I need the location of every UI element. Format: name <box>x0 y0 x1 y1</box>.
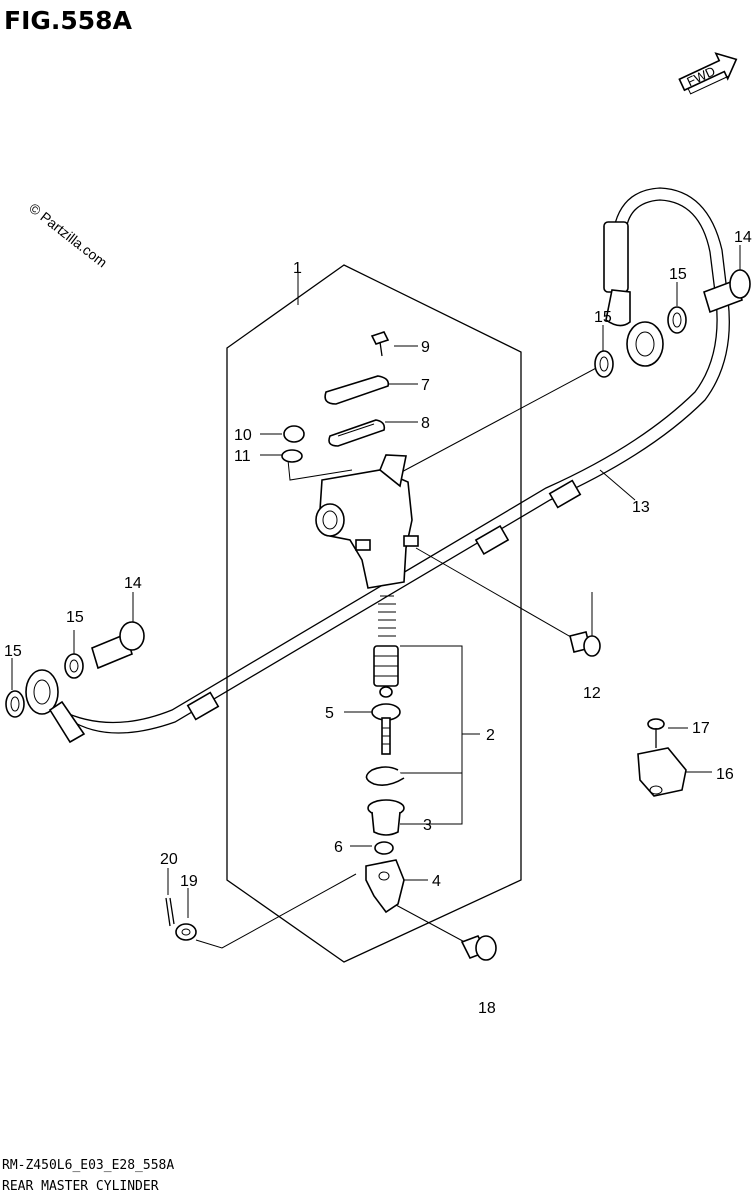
o-ring <box>281 449 303 463</box>
pin-washer <box>175 923 197 941</box>
reservoir-cap <box>324 375 390 405</box>
callout-3: 3 <box>423 817 432 834</box>
clevis <box>365 859 405 914</box>
callout-19: 19 <box>180 873 198 890</box>
callout-16: 16 <box>716 766 734 783</box>
union-bolts <box>91 269 751 670</box>
callout-18: 18 <box>478 1000 496 1017</box>
mounting-bolt <box>569 631 601 657</box>
callout-1: 1 <box>293 260 302 277</box>
master-cylinder-body <box>315 454 419 589</box>
brake-hose <box>59 187 730 734</box>
assembly-outline <box>226 264 522 963</box>
figure-title: FIG.558A <box>4 6 133 35</box>
clamp-screw <box>647 718 665 748</box>
callout-14-right: 14 <box>734 229 752 246</box>
callout-10: 10 <box>234 427 252 444</box>
insert-fitting <box>283 425 305 443</box>
callout-20: 20 <box>160 851 178 868</box>
hose-clamp <box>637 747 687 797</box>
gasket-washers <box>5 306 687 718</box>
callout-7: 7 <box>421 377 430 394</box>
leader-lines <box>11 245 741 949</box>
forward-arrow-icon: FWD <box>678 52 738 95</box>
push-rod <box>371 703 401 755</box>
callout-15-b: 15 <box>594 309 612 326</box>
watermark-text: © Partzilla.com <box>26 200 110 271</box>
callout-9: 9 <box>421 339 430 356</box>
right-banjo-fitting <box>605 289 664 367</box>
cap-screw <box>370 331 390 357</box>
callout-14-left: 14 <box>124 575 142 592</box>
callout-13: 13 <box>632 499 650 516</box>
model-code: RM-Z450L6_E03_E28_558A <box>2 1158 174 1173</box>
boot <box>367 799 405 836</box>
cotter-pin <box>165 897 175 927</box>
figure-caption: REAR MASTER CYLINDER <box>2 1179 159 1194</box>
callout-12: 12 <box>583 685 601 702</box>
left-banjo-fitting <box>25 669 86 744</box>
callout-15-c: 15 <box>66 609 84 626</box>
callout-17: 17 <box>692 720 710 737</box>
fwd-label: FWD <box>684 63 717 89</box>
circlip <box>365 766 405 786</box>
piston-spring <box>373 595 399 698</box>
callout-2: 2 <box>486 727 495 744</box>
callout-5: 5 <box>325 705 334 722</box>
callout-labels: 1 2 3 4 5 6 7 8 9 10 11 12 13 14 14 15 1… <box>4 229 752 1017</box>
callout-15-d: 15 <box>4 643 22 660</box>
callout-4: 4 <box>432 873 441 890</box>
clevis-pin <box>460 934 497 961</box>
lock-nut <box>374 841 394 855</box>
callout-15-a: 15 <box>669 266 687 283</box>
diaphragm <box>328 419 386 447</box>
callout-8: 8 <box>421 415 430 432</box>
callout-11: 11 <box>234 448 251 465</box>
callout-6: 6 <box>334 839 343 856</box>
